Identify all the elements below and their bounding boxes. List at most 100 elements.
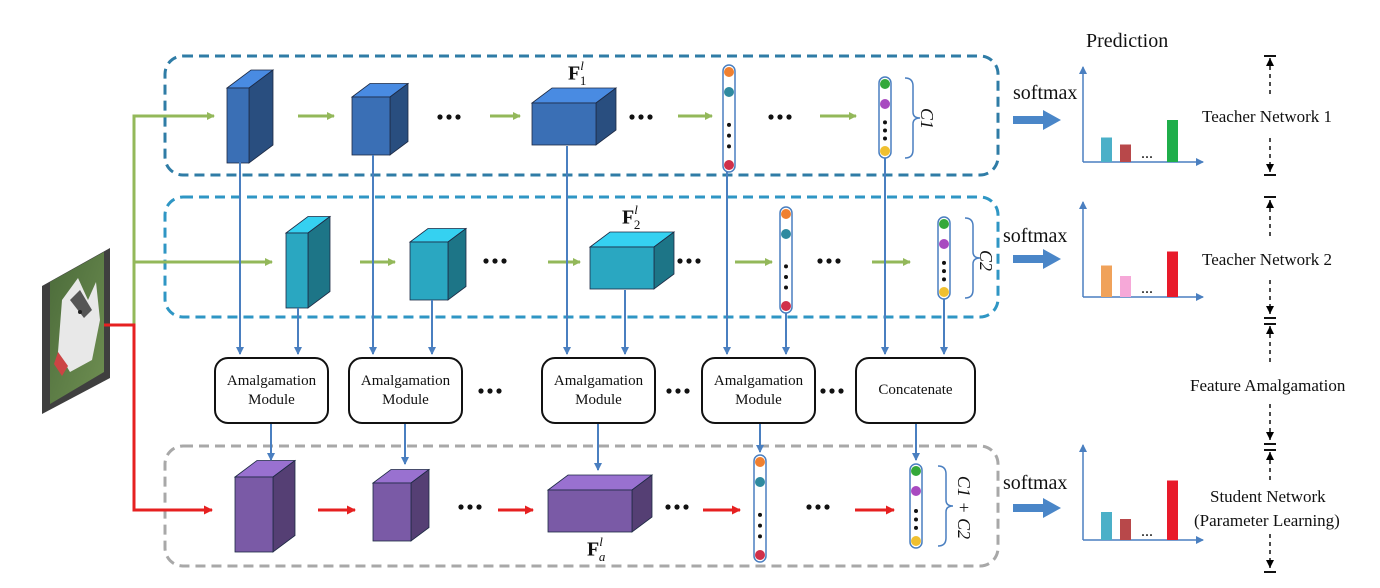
class-label-teacher1: C1 bbox=[917, 107, 938, 130]
teacher1-ellipsis-3 bbox=[768, 114, 792, 120]
prediction-hist-student-bar-0 bbox=[1101, 512, 1112, 540]
teacher2-feature-vector-d1 bbox=[784, 274, 788, 279]
teacher1-output-vector-bar bbox=[878, 76, 892, 159]
teacher1-ellipsis-3-dot-0 bbox=[768, 114, 774, 120]
teacher2-ellipsis-1-dot-1 bbox=[492, 258, 498, 264]
prediction-hist-teacher1: ... bbox=[1079, 66, 1204, 166]
teacher1-output-vector-d2 bbox=[883, 136, 887, 141]
student-block-1-front bbox=[234, 476, 274, 553]
student-feature-vector-d2 bbox=[758, 534, 762, 539]
teacher2-block-1 bbox=[284, 215, 332, 309]
module-ellipsis-3-dot-0 bbox=[820, 388, 826, 394]
side-label-teacher1: Teacher Network 1 bbox=[1202, 107, 1333, 126]
side-label-student-line1: Student Network bbox=[1210, 487, 1326, 506]
student-feature-vector-c0 bbox=[755, 457, 765, 467]
scale-arrowhead-fa-down bbox=[1266, 432, 1274, 440]
input-image bbox=[42, 248, 110, 414]
module-ellipsis-1 bbox=[478, 388, 502, 394]
prediction-hist-teacher1-bar-1 bbox=[1120, 144, 1131, 162]
feature-label-teacher2: Fl2 bbox=[622, 202, 641, 232]
teacher1-block-3 bbox=[530, 87, 618, 146]
scale-arrowhead-t2-up bbox=[1266, 200, 1274, 208]
teacher2-output-vector-d1 bbox=[942, 269, 946, 274]
prediction-hist-student-bar-1 bbox=[1120, 519, 1131, 540]
teacher1-feature-vector-c2 bbox=[724, 160, 734, 170]
scale-arrowhead-t1-up bbox=[1266, 58, 1274, 66]
teacher2-ellipsis-3 bbox=[817, 258, 841, 264]
teacher2-block-3 bbox=[588, 231, 676, 290]
teacher2-block-1-front bbox=[285, 232, 309, 309]
teacher2-output-vector-c0 bbox=[939, 219, 949, 229]
student-ellipsis-3-dot-1 bbox=[815, 504, 821, 510]
softmax-label-student: softmax bbox=[1003, 472, 1068, 494]
student-feature-vector-d1 bbox=[758, 523, 762, 528]
teacher1-block-2-front bbox=[351, 96, 391, 156]
teacher1-ellipsis-1-dot-1 bbox=[446, 114, 452, 120]
teacher2-ellipsis-3-dot-1 bbox=[826, 258, 832, 264]
student-output-vector-c2 bbox=[911, 536, 921, 546]
softmax-arrow-student bbox=[1013, 498, 1061, 518]
scale-arrowhead-s-up bbox=[1266, 452, 1274, 460]
teacher2-ellipsis-3-dot-2 bbox=[835, 258, 841, 264]
module-ellipsis-2 bbox=[666, 388, 690, 394]
teacher2-feature-vector-bar bbox=[779, 206, 793, 314]
teacher1-ellipsis-3-dot-1 bbox=[777, 114, 783, 120]
prediction-hist-teacher2: ... bbox=[1079, 201, 1204, 301]
teacher2-block-2-front bbox=[409, 241, 449, 301]
teacher2-feature-vector-c1 bbox=[781, 229, 791, 239]
student-ellipsis-2-dot-0 bbox=[665, 504, 671, 510]
teacher2-feature-vector-c0 bbox=[781, 209, 791, 219]
teacher1-feature-vector-d0 bbox=[727, 122, 731, 127]
student-block-1 bbox=[233, 459, 297, 553]
scale-arrowhead-fa-up bbox=[1266, 326, 1274, 334]
student-container bbox=[163, 444, 1000, 568]
teacher2-ellipsis-1 bbox=[483, 258, 507, 264]
prediction-hist-teacher2-bar-0 bbox=[1101, 265, 1112, 297]
teacher1-block-3-front bbox=[531, 102, 597, 146]
student-ellipsis-2 bbox=[665, 504, 689, 510]
module-ellipsis-2-dot-2 bbox=[684, 388, 690, 394]
teacher1-block-2 bbox=[350, 82, 410, 156]
student-feature-vector-c2 bbox=[755, 550, 765, 560]
teacher1-feature-vector-d2 bbox=[727, 144, 731, 149]
teacher2-brace bbox=[964, 217, 981, 299]
student-ellipsis-2-dot-1 bbox=[674, 504, 680, 510]
teacher2-output-vector-bar bbox=[937, 216, 951, 300]
teacher1-feature-vector-c1 bbox=[724, 87, 734, 97]
softmax-arrow-teacher1 bbox=[1013, 110, 1061, 130]
prediction-hist-student-bar-2 bbox=[1167, 480, 1178, 540]
student-ellipsis-3-dot-0 bbox=[806, 504, 812, 510]
teacher1-output-vector-c0 bbox=[880, 79, 890, 89]
student-block-1-side bbox=[272, 459, 296, 553]
student-feature-vector bbox=[753, 454, 767, 563]
concatenate-module: Concatenate bbox=[855, 357, 976, 424]
softmax-arrow-teacher2 bbox=[1013, 249, 1061, 269]
student-output-vector-d2 bbox=[914, 525, 918, 530]
module-ellipsis-3-dot-1 bbox=[829, 388, 835, 394]
student-brace bbox=[937, 465, 954, 547]
module-ellipsis-3 bbox=[820, 388, 844, 394]
student-output-vector-bar bbox=[909, 463, 923, 549]
input-branches bbox=[104, 112, 273, 515]
teacher2-output-vector-d2 bbox=[942, 277, 946, 282]
prediction-hist-teacher1-bar-2 bbox=[1167, 120, 1178, 162]
teacher1-output-vector bbox=[878, 76, 892, 159]
module-ellipsis-1-dot-2 bbox=[496, 388, 502, 394]
teacher1-output-vector-d0 bbox=[883, 120, 887, 125]
student-output-vector-d0 bbox=[914, 509, 918, 514]
scale-arrowhead-t2-down bbox=[1266, 306, 1274, 314]
prediction-hist-student: ... bbox=[1079, 444, 1204, 544]
prediction-hist-teacher1-ellipsis: ... bbox=[1141, 145, 1153, 162]
module-ellipsis-3-dot-2 bbox=[838, 388, 844, 394]
module-ellipsis-2-dot-0 bbox=[666, 388, 672, 394]
student-output-vector bbox=[909, 463, 923, 549]
class-label-student: C1 + C2 bbox=[954, 475, 975, 540]
prediction-hist-teacher2-bar-2 bbox=[1167, 251, 1178, 297]
student-ellipsis-3 bbox=[806, 504, 830, 510]
teacher2-container bbox=[163, 195, 1000, 319]
teacher1-ellipsis-2-dot-0 bbox=[629, 114, 635, 120]
teacher2-output-vector-c2 bbox=[939, 287, 949, 297]
